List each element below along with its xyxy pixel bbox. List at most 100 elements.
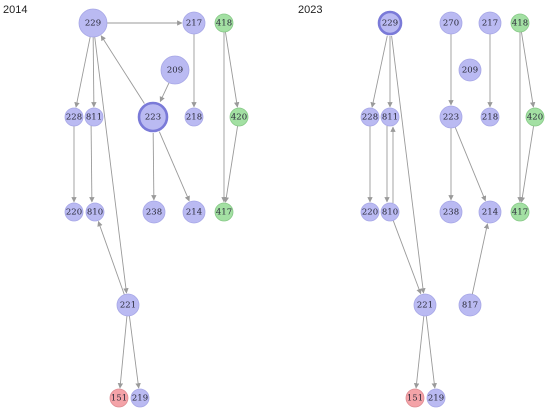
node-label: 223: [145, 113, 161, 123]
node-label: 218: [482, 113, 498, 123]
node-label: 214: [186, 208, 202, 218]
node-circle: [377, 10, 403, 36]
node-219: 219: [426, 388, 446, 408]
node-circle: [78, 8, 108, 38]
edge-418-to-420: [224, 31, 240, 108]
node-418: 418: [510, 13, 530, 33]
node-label: 219: [132, 394, 148, 404]
node-217: 217: [182, 11, 206, 35]
node-418: 418: [214, 13, 234, 33]
node-label: 817: [462, 301, 478, 311]
node-209: 209: [160, 55, 190, 85]
node-circle: [214, 13, 234, 33]
node-label: 420: [527, 113, 543, 123]
node-layer-2014: 229 217 418 209 228 811 223 218 420 220 810 238 214 4…: [64, 8, 249, 408]
node-151: 151: [109, 388, 129, 408]
edge-229-to-221: [391, 35, 426, 294]
edge-229-to-228: [74, 36, 91, 108]
edge-223-to-229: [100, 35, 145, 104]
node-circle: [360, 202, 380, 222]
node-label: 417: [512, 208, 528, 218]
node-label: 217: [186, 19, 202, 29]
node-label: 811: [382, 113, 398, 123]
node-label: 221: [417, 301, 433, 311]
node-circle: [182, 11, 206, 35]
node-214: 214: [182, 200, 206, 224]
node-219: 219: [130, 388, 150, 408]
node-label: 418: [512, 19, 528, 29]
node-circle: [525, 107, 545, 127]
node-label: 220: [66, 208, 82, 218]
node-circle: [439, 200, 463, 224]
edge-229-to-811: [91, 36, 97, 108]
node-circle: [85, 202, 105, 222]
node-217: 217: [478, 11, 502, 35]
node-circle: [510, 202, 530, 222]
node-811: 811: [84, 107, 104, 127]
edge-420-to-417: [223, 125, 239, 203]
node-label: 418: [216, 19, 232, 29]
node-420: 420: [229, 107, 249, 127]
node-circle: [137, 101, 169, 133]
node-circle: [413, 293, 437, 317]
edge-223-to-238: [151, 132, 157, 201]
node-label: 214: [482, 208, 498, 218]
panel-title-2023: 2023: [298, 4, 322, 16]
edge-817-to-214: [471, 223, 490, 295]
edge-221-to-151: [413, 315, 425, 389]
edge-810-to-221: [392, 220, 422, 295]
node-circle: [130, 388, 150, 408]
node-circle: [478, 200, 502, 224]
edge-221-to-219: [128, 315, 141, 389]
node-circle: [160, 55, 190, 85]
node-label: 417: [216, 208, 232, 218]
node-270: 270: [439, 11, 463, 35]
edge-811-to-810: [89, 125, 95, 203]
node-label: 420: [231, 113, 247, 123]
node-circle: [458, 58, 482, 82]
node-label: 811: [86, 113, 102, 123]
node-229: 229: [377, 10, 403, 36]
node-label: 810: [382, 208, 398, 218]
node-circle: [64, 107, 84, 127]
node-label: 810: [87, 208, 103, 218]
node-circle: [109, 388, 129, 408]
edge-418-to-420: [520, 31, 536, 108]
node-label: 270: [443, 19, 459, 29]
node-label: 221: [120, 301, 136, 311]
node-810: 810: [85, 202, 105, 222]
node-circle: [116, 293, 140, 317]
node-229: 229: [78, 8, 108, 38]
node-label: 228: [66, 113, 82, 123]
node-label: 217: [482, 19, 498, 29]
node-circle: [142, 200, 166, 224]
node-label: 220: [362, 208, 378, 218]
node-221: 221: [116, 293, 140, 317]
node-238: 238: [142, 200, 166, 224]
node-circle: [480, 107, 500, 127]
edge-223-to-214: [454, 127, 487, 202]
node-circle: [458, 293, 482, 317]
node-circle: [439, 105, 463, 129]
edge-221-to-151: [117, 315, 128, 389]
node-417: 417: [214, 202, 234, 222]
edge-221-to-219: [425, 315, 437, 389]
edge-229-to-228: [370, 35, 388, 108]
node-label: 229: [85, 19, 101, 29]
node-228: 228: [64, 107, 84, 127]
node-228: 228: [360, 107, 380, 127]
node-218: 218: [184, 107, 204, 127]
panel-title-2014: 2014: [3, 4, 27, 16]
node-circle: [229, 107, 249, 127]
node-circle: [184, 107, 204, 127]
node-221: 221: [413, 293, 437, 317]
node-circle: [182, 200, 206, 224]
node-238: 238: [439, 200, 463, 224]
node-223: 223: [137, 101, 169, 133]
edge-layer-2014: [71, 20, 240, 389]
node-circle: [84, 107, 104, 127]
node-circle: [426, 388, 446, 408]
node-417: 417: [510, 202, 530, 222]
